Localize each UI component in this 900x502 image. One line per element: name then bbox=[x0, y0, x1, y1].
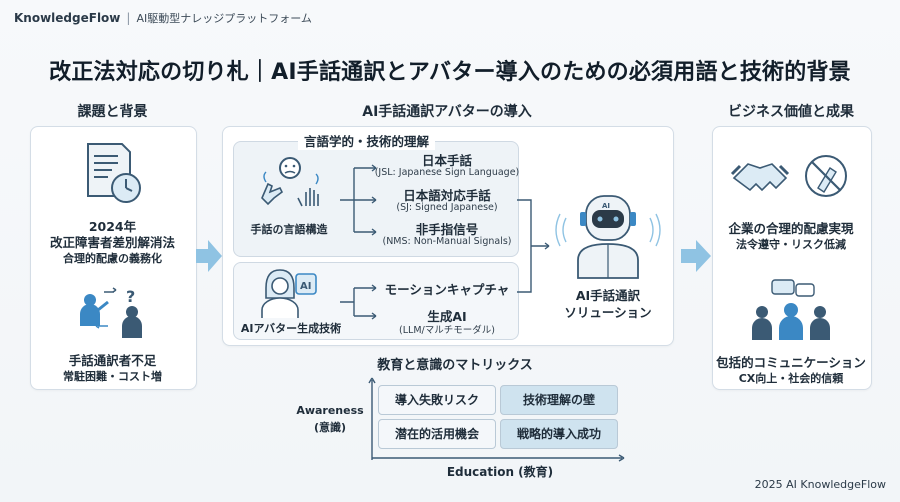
matrix-y-label-sub: (意識) bbox=[313, 421, 347, 434]
handshake-compliance-icon bbox=[730, 155, 847, 197]
right-item1-detail: 法令遵守・リスク低減 bbox=[736, 238, 846, 251]
law-name: 改正障害者差別解消法 bbox=[49, 235, 175, 250]
term-sj: 日本語対応手話 bbox=[403, 188, 491, 203]
arrow-right-icon bbox=[681, 240, 711, 272]
matrix-cell-adoption-failure-risk: 導入失敗リスク bbox=[378, 385, 496, 415]
brand-tagline: AI駆動型ナレッジプラットフォーム bbox=[136, 12, 312, 25]
page-title: 改正法対応の切り札｜AI手話通訳とアバター導入のための必須用語と技術的背景 bbox=[49, 60, 851, 85]
svg-text:?: ? bbox=[126, 287, 135, 306]
term-jsl: 日本手話 bbox=[421, 153, 472, 168]
matrix-x-label: Education (教育) bbox=[446, 465, 554, 479]
brand-separator: | bbox=[126, 11, 131, 25]
interpreter-shortage-title: 手話通訳者不足 bbox=[68, 353, 157, 368]
law-year: 2024年 bbox=[88, 219, 137, 234]
interpreter-shortage-icon: ? bbox=[80, 287, 142, 338]
matrix-y-label: Awareness bbox=[296, 404, 364, 417]
right-section-heading: ビジネス価値と成果 bbox=[728, 104, 854, 120]
term-jsl-detail: (JSL: Japanese Sign Language) bbox=[374, 167, 520, 178]
tech-generative-ai: 生成AI bbox=[427, 309, 467, 324]
solution-line2: ソリューション bbox=[564, 305, 652, 320]
term-nms: 非手指信号 bbox=[415, 222, 479, 237]
center-section-heading: AI手話通訳アバターの導入 bbox=[362, 104, 532, 120]
linguistics-title: 言語学的・技術的理解 bbox=[298, 131, 436, 150]
ai-robot-icon: AI bbox=[555, 195, 661, 279]
matrix-cell-potential-opportunity: 潜在的活用機会 bbox=[378, 419, 496, 449]
robot-ai-badge: AI bbox=[602, 202, 610, 210]
tech-motion-capture: モーションキャプチャ bbox=[384, 282, 510, 297]
term-nms-detail: (NMS: Non-Manual Signals) bbox=[382, 236, 512, 247]
brand-name: KnowledgeFlow bbox=[14, 11, 121, 25]
avatar-label: AIアバター生成技術 bbox=[240, 322, 342, 335]
matrix-title: 教育と意識のマトリックス bbox=[377, 358, 533, 373]
merge-connector bbox=[517, 199, 550, 293]
right-item2-title: 包括的コミュニケーション bbox=[716, 355, 866, 370]
arrow-right-icon bbox=[196, 240, 222, 272]
sign-structure-label: 手話の言語構造 bbox=[250, 223, 328, 236]
sign-hands-icon bbox=[261, 157, 319, 207]
term-sj-detail: (SJ: Signed Japanese) bbox=[396, 202, 498, 213]
right-item2-detail: CX向上・社会的信頼 bbox=[738, 372, 844, 385]
inclusive-communication-icon bbox=[752, 279, 830, 340]
matrix-axes bbox=[368, 377, 625, 462]
matrix-cell-tech-understanding-barrier: 技術理解の壁 bbox=[500, 385, 618, 415]
right-item1-title: 企業の合理的配慮実現 bbox=[728, 221, 854, 236]
tech-generative-ai-detail: (LLM/マルチモーダル) bbox=[399, 325, 495, 336]
avatar-woman-icon: AI bbox=[261, 269, 317, 318]
left-section-heading: 課題と背景 bbox=[77, 104, 148, 120]
law-obligation: 合理的配慮の義務化 bbox=[63, 252, 162, 265]
branch-connector bbox=[340, 164, 377, 236]
document-clock-icon bbox=[87, 143, 141, 203]
matrix-cell-strategic-success: 戦略的導入成功 bbox=[500, 419, 618, 449]
footer-credit: 2025 AI KnowledgeFlow bbox=[754, 478, 886, 491]
interpreter-shortage-detail: 常駐困難・コスト増 bbox=[63, 370, 162, 383]
solution-line1: AI手話通訳 bbox=[575, 288, 641, 303]
avatar-ai-badge: AI bbox=[300, 281, 311, 292]
branch-connector bbox=[340, 284, 377, 320]
linguistics-subpanel bbox=[233, 141, 519, 257]
brand-header: KnowledgeFlow | AI駆動型ナレッジプラットフォーム bbox=[14, 10, 312, 26]
